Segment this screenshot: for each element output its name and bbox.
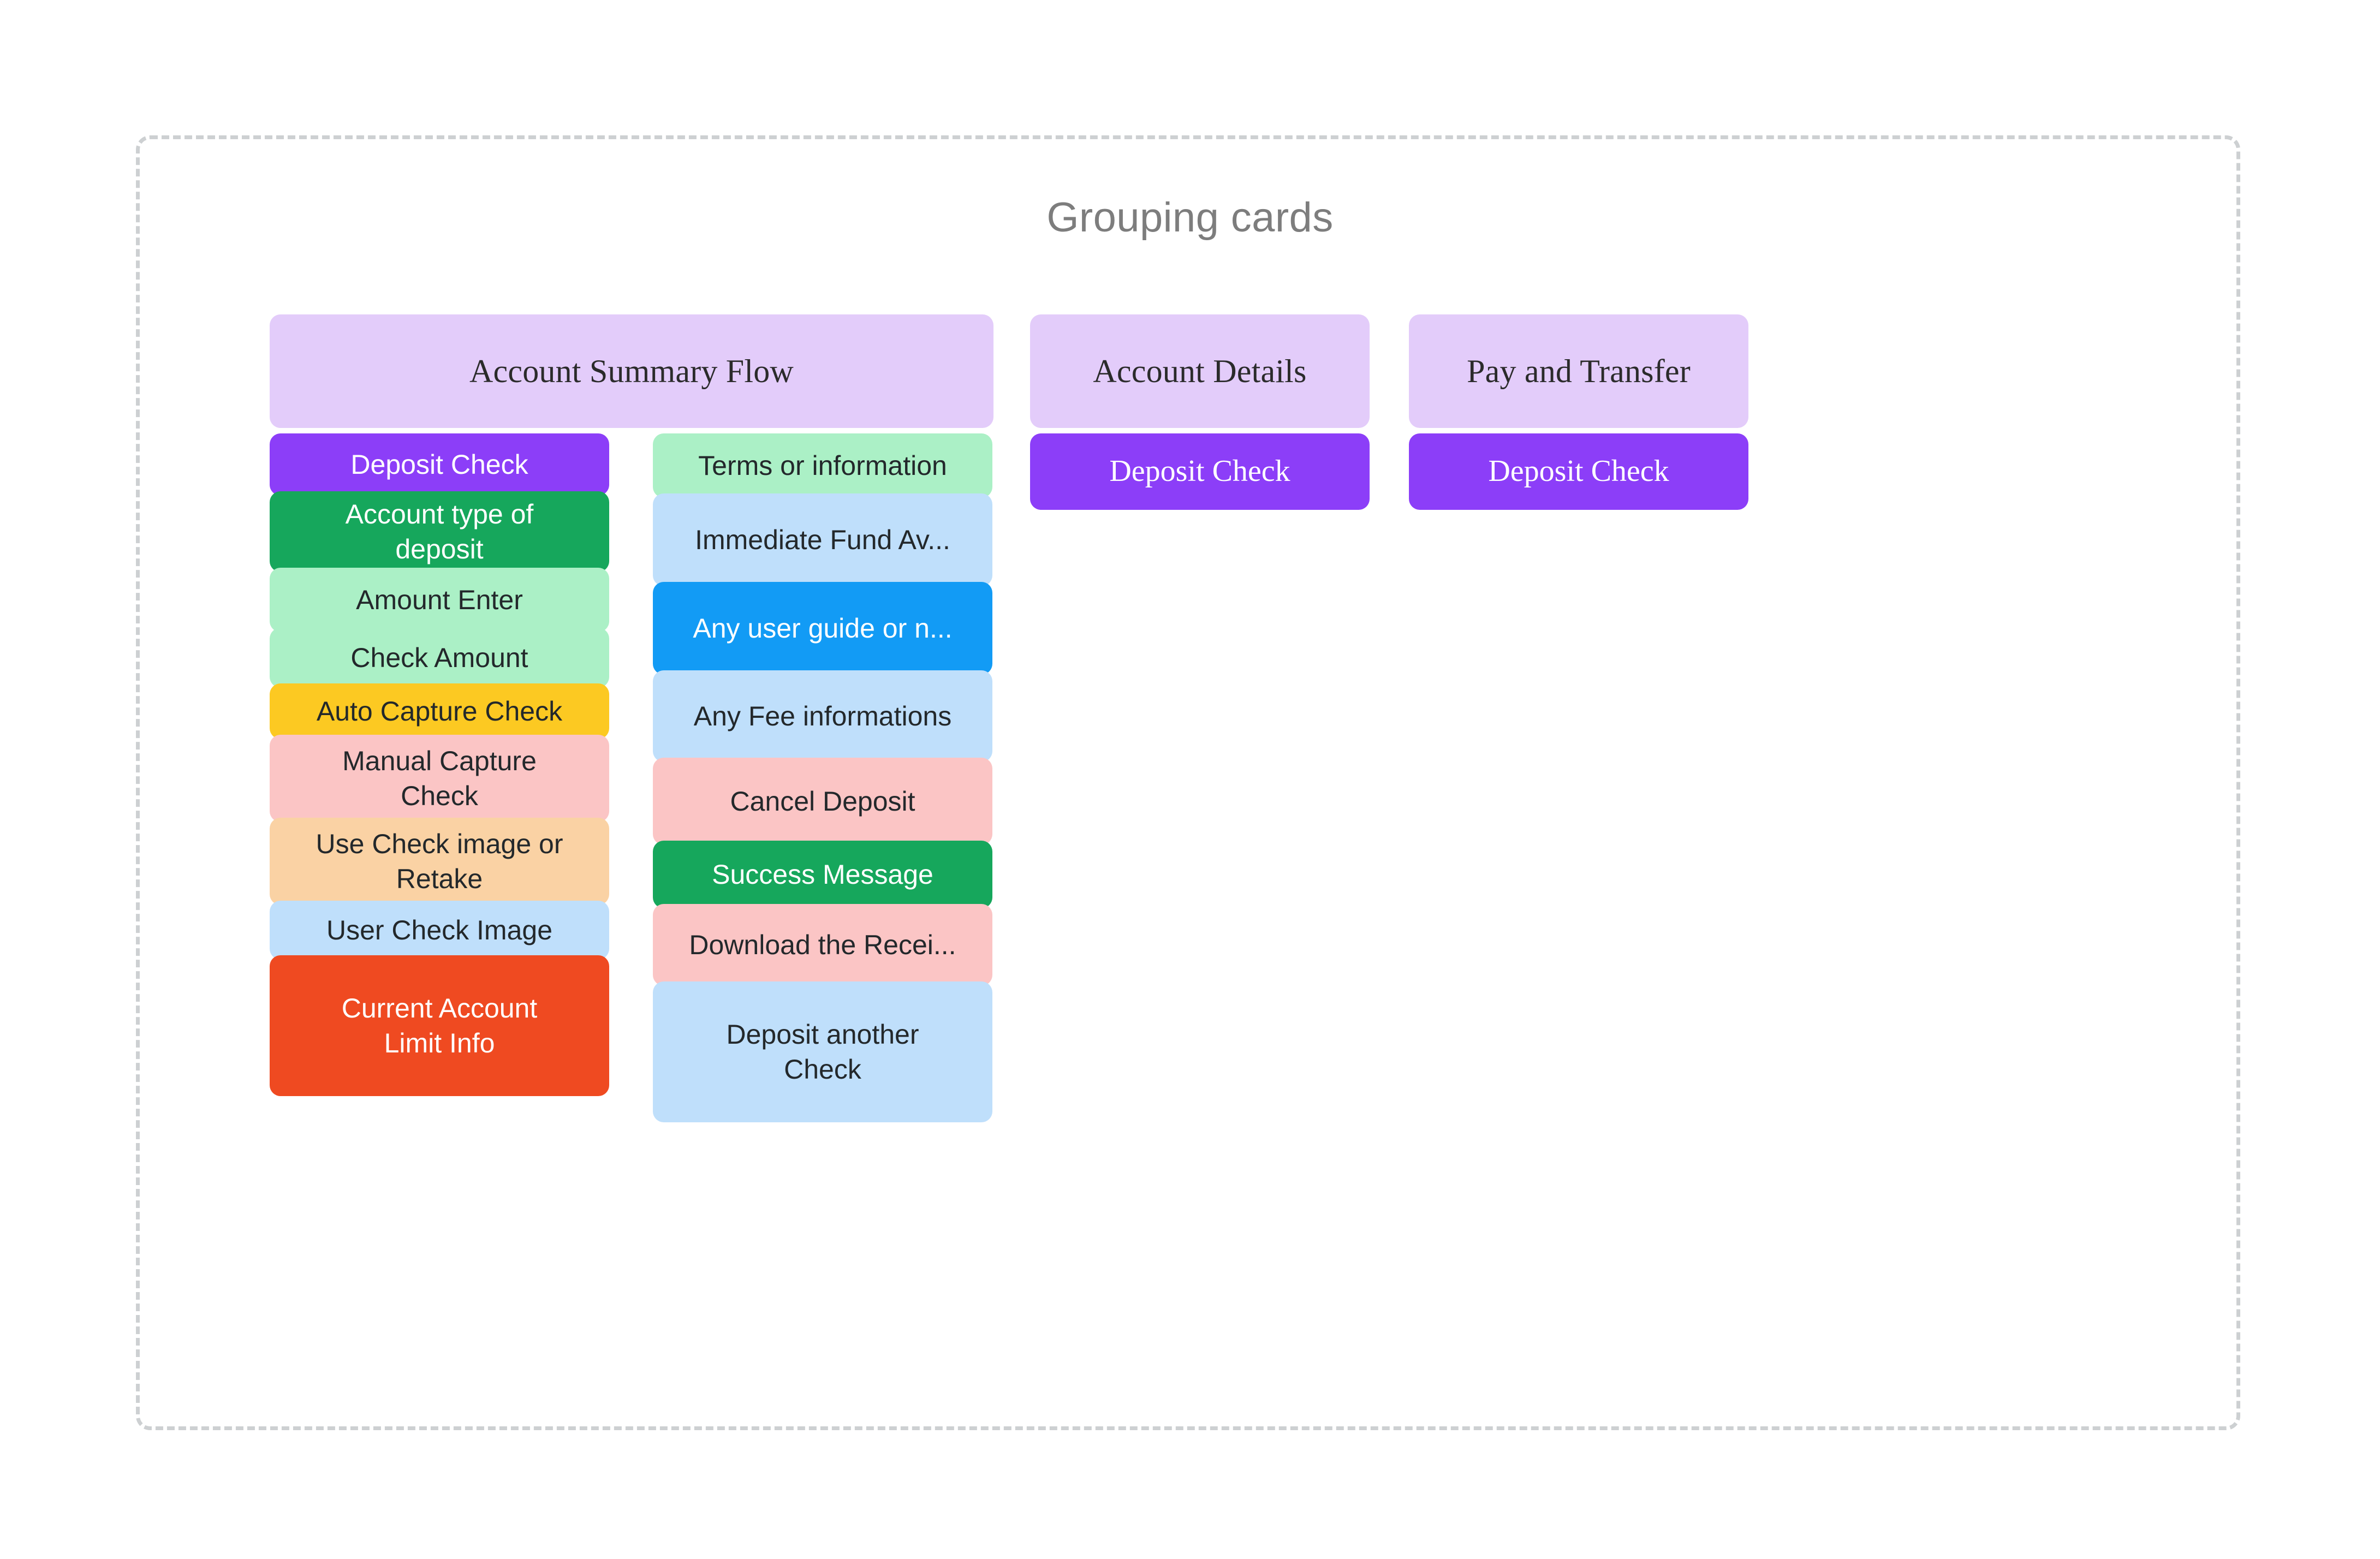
card-column-a: Deposit Check	[1030, 433, 1370, 510]
group-account-details[interactable]: Account Details Deposit Check	[1030, 314, 1370, 510]
card-deposit-check[interactable]: Deposit Check	[270, 433, 609, 496]
card-user-check-image[interactable]: User Check Image	[270, 901, 609, 960]
card-use-check-image-or-retake[interactable]: Use Check image or Retake	[270, 818, 609, 905]
card-download-the-recei[interactable]: Download the Recei...	[653, 904, 992, 986]
card-auto-capture-check[interactable]: Auto Capture Check	[270, 683, 609, 739]
card-immediate-fund-av[interactable]: Immediate Fund Av...	[653, 493, 992, 586]
page-title: Grouping cards	[1046, 194, 1334, 241]
card-check-amount[interactable]: Check Amount	[270, 628, 609, 688]
group-pay-transfer[interactable]: Pay and Transfer Deposit Check	[1409, 314, 1748, 510]
card-deposit-check[interactable]: Deposit Check	[1409, 433, 1748, 510]
card-manual-capture-check[interactable]: Manual Capture Check	[270, 735, 609, 822]
card-any-user-guide-or-n[interactable]: Any user guide or n...	[653, 582, 992, 675]
card-cancel-deposit[interactable]: Cancel Deposit	[653, 758, 992, 845]
card-account-type-of-deposit[interactable]: Account type of deposit	[270, 491, 609, 572]
card-current-account-limit-info[interactable]: Current Account Limit Info	[270, 955, 609, 1096]
card-success-message[interactable]: Success Message	[653, 841, 992, 908]
group-header-pay-transfer: Pay and Transfer	[1409, 314, 1748, 428]
card-any-fee-informations[interactable]: Any Fee informations	[653, 670, 992, 762]
group-header-account-details: Account Details	[1030, 314, 1370, 428]
card-terms-or-information[interactable]: Terms or information	[653, 433, 992, 498]
card-amount-enter[interactable]: Amount Enter	[270, 568, 609, 632]
card-deposit-another-check[interactable]: Deposit another Check	[653, 981, 992, 1122]
group-header-account-summary: Account Summary Flow	[270, 314, 993, 428]
group-columns: Deposit Check	[1030, 433, 1370, 510]
card-deposit-check[interactable]: Deposit Check	[1030, 433, 1370, 510]
card-column-a: Deposit Check	[1409, 433, 1748, 510]
group-columns: Deposit Check	[1409, 433, 1748, 510]
board-dashed-frame	[136, 135, 2240, 1430]
